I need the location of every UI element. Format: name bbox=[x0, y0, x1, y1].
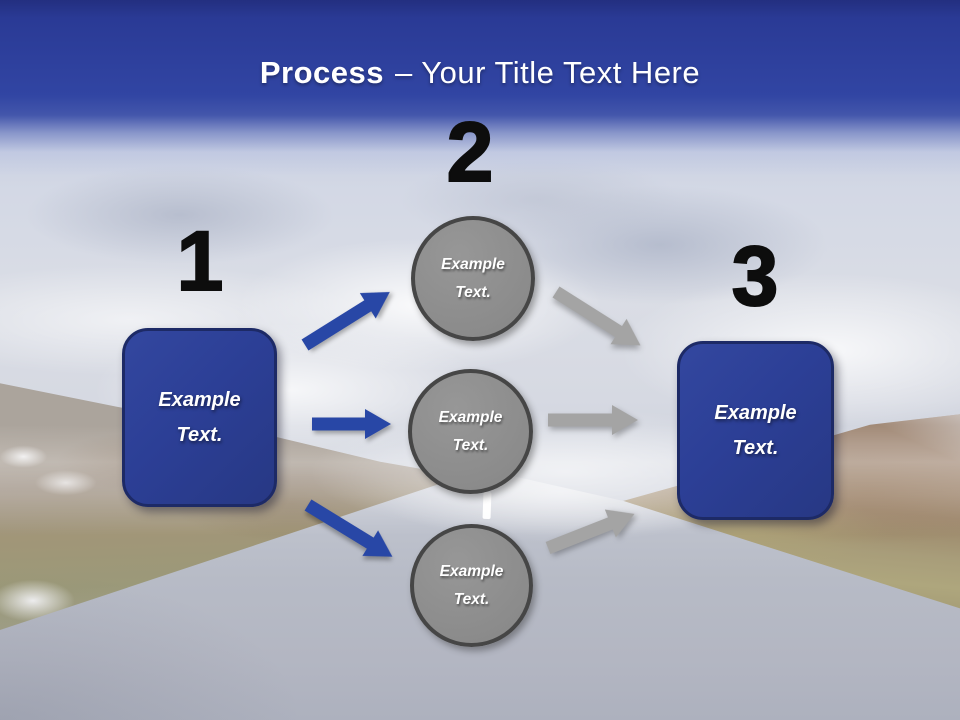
slide-title-text: – Your Title Text Here bbox=[395, 55, 701, 90]
process-circle-middle-line1: Example bbox=[438, 408, 503, 426]
process-circle-top-line2: Text. bbox=[455, 283, 491, 301]
title-banner bbox=[0, 0, 960, 180]
process-circle-bottom-line2: Text. bbox=[453, 590, 490, 608]
process-box-step1-line1: Example bbox=[158, 388, 241, 411]
arrow-icon-blue-to-bottom-circle[interactable] bbox=[300, 491, 401, 570]
arrow-icon-blue-to-top-circle[interactable] bbox=[297, 278, 399, 358]
slide-title[interactable]: Process – Your Title Text Here bbox=[0, 52, 960, 94]
step-number-2[interactable]: 2 bbox=[446, 105, 495, 199]
process-circle-top-line1: Example bbox=[441, 255, 505, 273]
step-number-1[interactable]: 1 bbox=[176, 214, 225, 308]
process-box-step3-line1: Example bbox=[714, 401, 797, 424]
arrow-icon-gray-from-middle-circle[interactable] bbox=[548, 404, 638, 436]
arrow-icon-gray-from-bottom-circle[interactable] bbox=[542, 499, 640, 563]
arrow-icon-gray-from-top-circle[interactable] bbox=[547, 278, 649, 358]
process-box-step3-line2: Text. bbox=[732, 436, 779, 459]
slide-title-emphasis: Process bbox=[259, 55, 385, 90]
process-box-step3[interactable]: Example Text. bbox=[677, 341, 834, 520]
process-circle-middle-line2: Text. bbox=[452, 436, 489, 454]
road-center-line-marking bbox=[482, 491, 492, 520]
step-number-3[interactable]: 3 bbox=[731, 229, 780, 323]
process-box-step1-line2: Text. bbox=[176, 423, 223, 446]
process-box-step1[interactable]: Example Text. bbox=[122, 328, 277, 507]
arrow-icon-blue-to-middle-circle[interactable] bbox=[312, 408, 391, 440]
process-circle-bottom[interactable]: Example Text. bbox=[410, 524, 533, 647]
process-circle-bottom-line1: Example bbox=[439, 562, 504, 580]
process-circle-middle[interactable]: Example Text. bbox=[408, 369, 533, 494]
process-circle-top[interactable]: Example Text. bbox=[411, 216, 535, 341]
